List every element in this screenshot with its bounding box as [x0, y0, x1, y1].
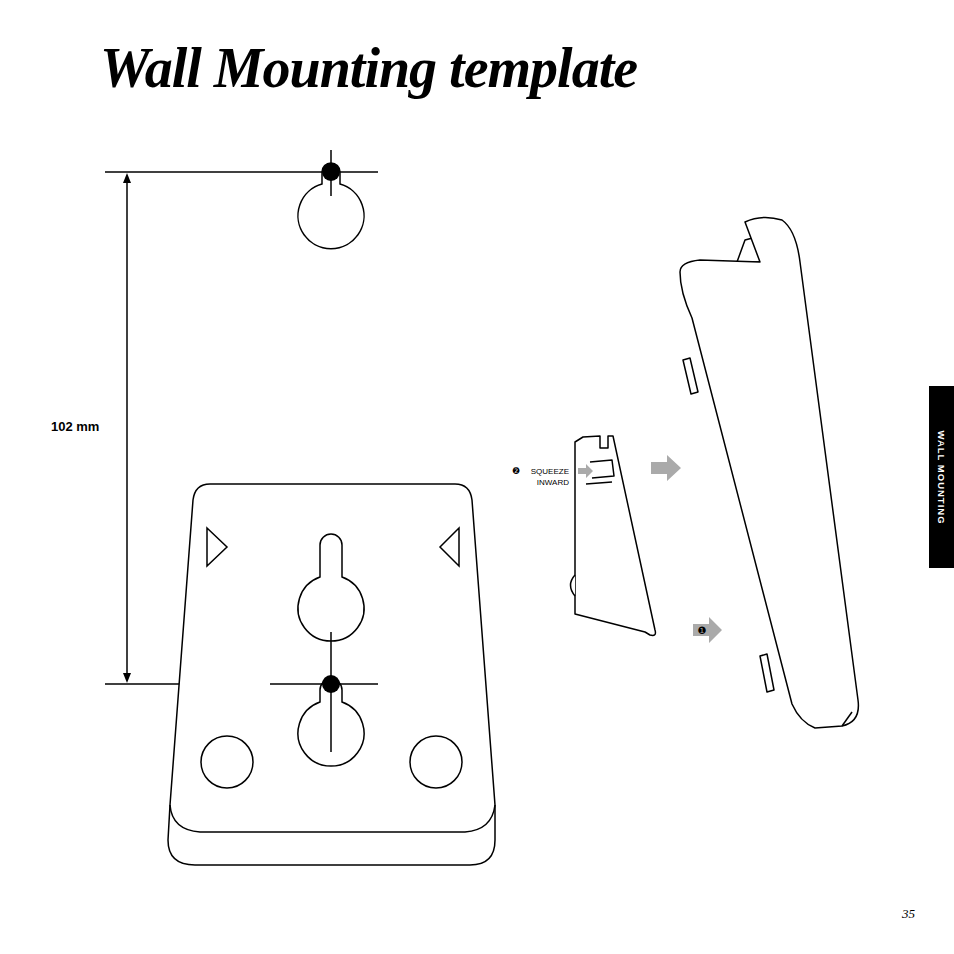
- tab-label: WALL MOUNTING: [936, 430, 947, 524]
- instruction-label: SQUEEZE INWARD: [521, 466, 569, 488]
- callout-number: ❶: [698, 625, 707, 636]
- page-number: 35: [902, 906, 915, 922]
- callout-number: ❷: [512, 466, 520, 476]
- dimension-label: 102 mm: [51, 419, 99, 434]
- page-title: Wall Mounting template: [100, 36, 637, 100]
- section-tab: WALL MOUNTING: [929, 386, 954, 568]
